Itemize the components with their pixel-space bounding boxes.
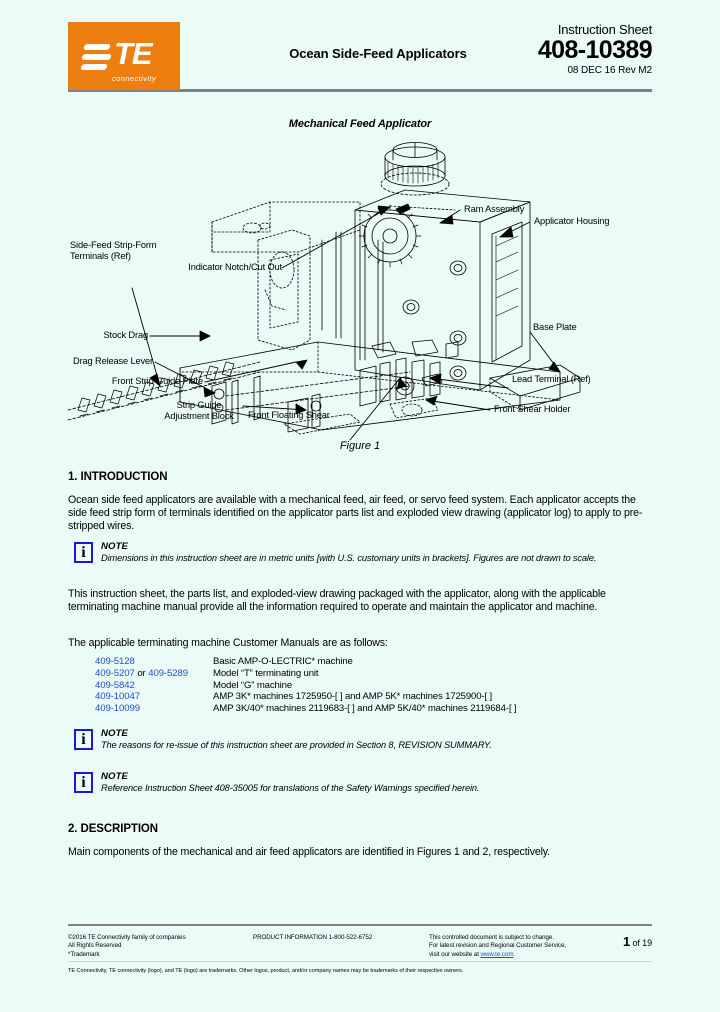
note-title: NOTE — [101, 728, 129, 739]
manual-row: 409-5842 Model “G” machine — [95, 680, 615, 692]
manual-row: 409-5207 or 409-5289 Model “T” terminati… — [95, 668, 615, 680]
page-number-current: 1 — [622, 934, 631, 949]
figure-title: Mechanical Feed Applicator — [288, 118, 432, 130]
footer-notice-line1: This controlled document is subject to c… — [429, 934, 554, 941]
te-website-link[interactable]: www.te.com — [480, 950, 514, 958]
document-type-label: Instruction Sheet — [557, 22, 652, 37]
applicator-technical-drawing — [67, 142, 581, 441]
note-body: Dimensions in this instruction sheet are… — [101, 553, 597, 563]
manual-row: 409-10099 AMP 3K/40* machines 2119683-[ … — [95, 703, 615, 715]
figure-label-front-floating-shear: Front Floating Shear — [248, 410, 330, 420]
figure-label-front-shear-holder: Front Shear Holder — [494, 404, 571, 414]
document-identification: Instruction Sheet 408-10389 08 DEC 16 Re… — [462, 22, 653, 77]
figure-label-side-feed-terminals-line2: Terminals (Ref) — [70, 251, 131, 261]
te-logo-wordmark: TE — [114, 36, 153, 71]
figure-caption: Figure 1 — [339, 440, 381, 452]
note-title: NOTE — [101, 771, 129, 782]
figure-label-drag-release-lever: Drag Release Lever — [73, 356, 153, 366]
te-logo-tagline: connectivity — [112, 74, 156, 83]
footer-notice-suffix: . — [513, 950, 516, 958]
info-icon: i — [74, 729, 93, 750]
footer-copyright: ©2016 TE Connectivity family of companie… — [68, 934, 243, 959]
footer-copyright-line1: ©2016 TE Connectivity family of companie… — [68, 934, 186, 941]
manual-row: 409-10047 AMP 3K* machines 1725950-[ ] a… — [95, 691, 615, 703]
section-heading-introduction: 1. INTRODUCTION — [68, 471, 168, 483]
footer-notice-line3: visit our website at www.te.com. — [429, 951, 589, 959]
intro-paragraph-1: Ocean side feed applicators are availabl… — [68, 494, 643, 533]
footer-change-notice: This controlled document is subject to c… — [429, 934, 589, 959]
manual-doc-number-alt[interactable]: 409-5289 — [148, 667, 188, 679]
footer-copyright-line3: *Trademark — [68, 950, 100, 958]
manual-doc-number[interactable]: 409-5128 — [95, 656, 135, 667]
footer-rule — [68, 924, 652, 926]
figure-label-strip-guide-line1: Strip Guide — [176, 400, 222, 410]
manual-description: Basic AMP-O-LECTRIC* machine — [213, 656, 353, 667]
footer-rule-secondary — [68, 961, 652, 962]
manual-description: Model “T” terminating unit — [213, 667, 319, 679]
header-rule — [180, 89, 652, 92]
footer-product-info-text: PRODUCT INFORMATION 1-800-522-6752 — [253, 934, 373, 941]
intro-paragraph-3: The applicable terminating machine Custo… — [68, 637, 388, 649]
document-date-revision: 08 DEC 16 Rev M2 — [567, 65, 652, 76]
footer-notice-line2: For latest revision and Regional Custome… — [429, 942, 567, 950]
figure-label-base-plate: Base Plate — [533, 322, 577, 332]
manual-description: AMP 3K* machines 1725950-[ ] and AMP 5K*… — [213, 691, 493, 703]
page-title: Ocean Side-Feed Applicators — [289, 46, 467, 61]
manual-doc-number[interactable]: 409-5842 — [95, 679, 135, 691]
footer-trademark-notice: TE Connectivity, TE connectivity (logo),… — [68, 968, 464, 974]
manual-doc-conjunction: or — [134, 667, 149, 679]
note-body: The reasons for re-issue of this instruc… — [101, 740, 492, 750]
description-paragraph-1: Main components of the mechanical and ai… — [68, 846, 550, 858]
manual-description: AMP 3K/40* machines 2119683-[ ] and AMP … — [213, 703, 517, 715]
te-logo-bars-icon — [80, 44, 112, 70]
figure-label-lead-terminal: Lead Terminal (Ref) — [512, 374, 591, 384]
page-number-total: of 19 — [630, 938, 652, 948]
footer-notice-prefix: visit our website at — [429, 950, 481, 958]
header-rule-left — [68, 90, 180, 92]
manual-doc-number[interactable]: 409-5207 or 409-5289 — [95, 667, 188, 679]
document-header: TE connectivity Ocean Side-Feed Applicat… — [68, 22, 653, 92]
manual-doc-number[interactable]: 409-10047 — [95, 691, 140, 703]
note-title: NOTE — [101, 541, 129, 552]
page-number: 1 of 19 — [623, 934, 652, 949]
figure-label-side-feed-terminals-line1: Side-Feed Strip-Form — [70, 240, 157, 250]
footer-product-information: PRODUCT INFORMATION 1-800-522-6752 — [253, 934, 423, 942]
figure-label-stock-drag: Stock Drag — [103, 330, 149, 340]
section-heading-description: 2. DESCRIPTION — [68, 823, 158, 835]
figure-1: Mechanical Feed Applicator — [60, 110, 660, 455]
footer-copyright-line2: All Rights Reserved — [68, 942, 122, 950]
info-icon: i — [74, 772, 93, 793]
figure-label-front-strip-guide-plate: Front Strip Guide Plate — [111, 376, 203, 386]
figure-label-indicator-notch: Indicator Notch/Cut Out — [188, 262, 282, 272]
figure-label-applicator-housing: Applicator Housing — [534, 216, 610, 226]
manual-description: Model “G” machine — [213, 679, 293, 691]
manual-doc-number[interactable]: 409-10099 — [95, 703, 140, 715]
figure-label-strip-guide-line2: Adjustment Block — [164, 411, 234, 421]
intro-paragraph-2: This instruction sheet, the parts list, … — [68, 588, 606, 614]
info-icon: i — [74, 542, 93, 563]
te-connectivity-logo: TE connectivity — [68, 22, 180, 92]
note-body: Reference Instruction Sheet 408-35005 fo… — [101, 783, 480, 793]
figure-label-ram-assembly: Ram Assembly — [464, 204, 525, 214]
customer-manuals-list: 409-5128 Basic AMP-O-LECTRIC* machine 40… — [95, 656, 615, 715]
document-number: 408-10389 — [537, 36, 653, 64]
manual-row: 409-5128 Basic AMP-O-LECTRIC* machine — [95, 656, 615, 668]
